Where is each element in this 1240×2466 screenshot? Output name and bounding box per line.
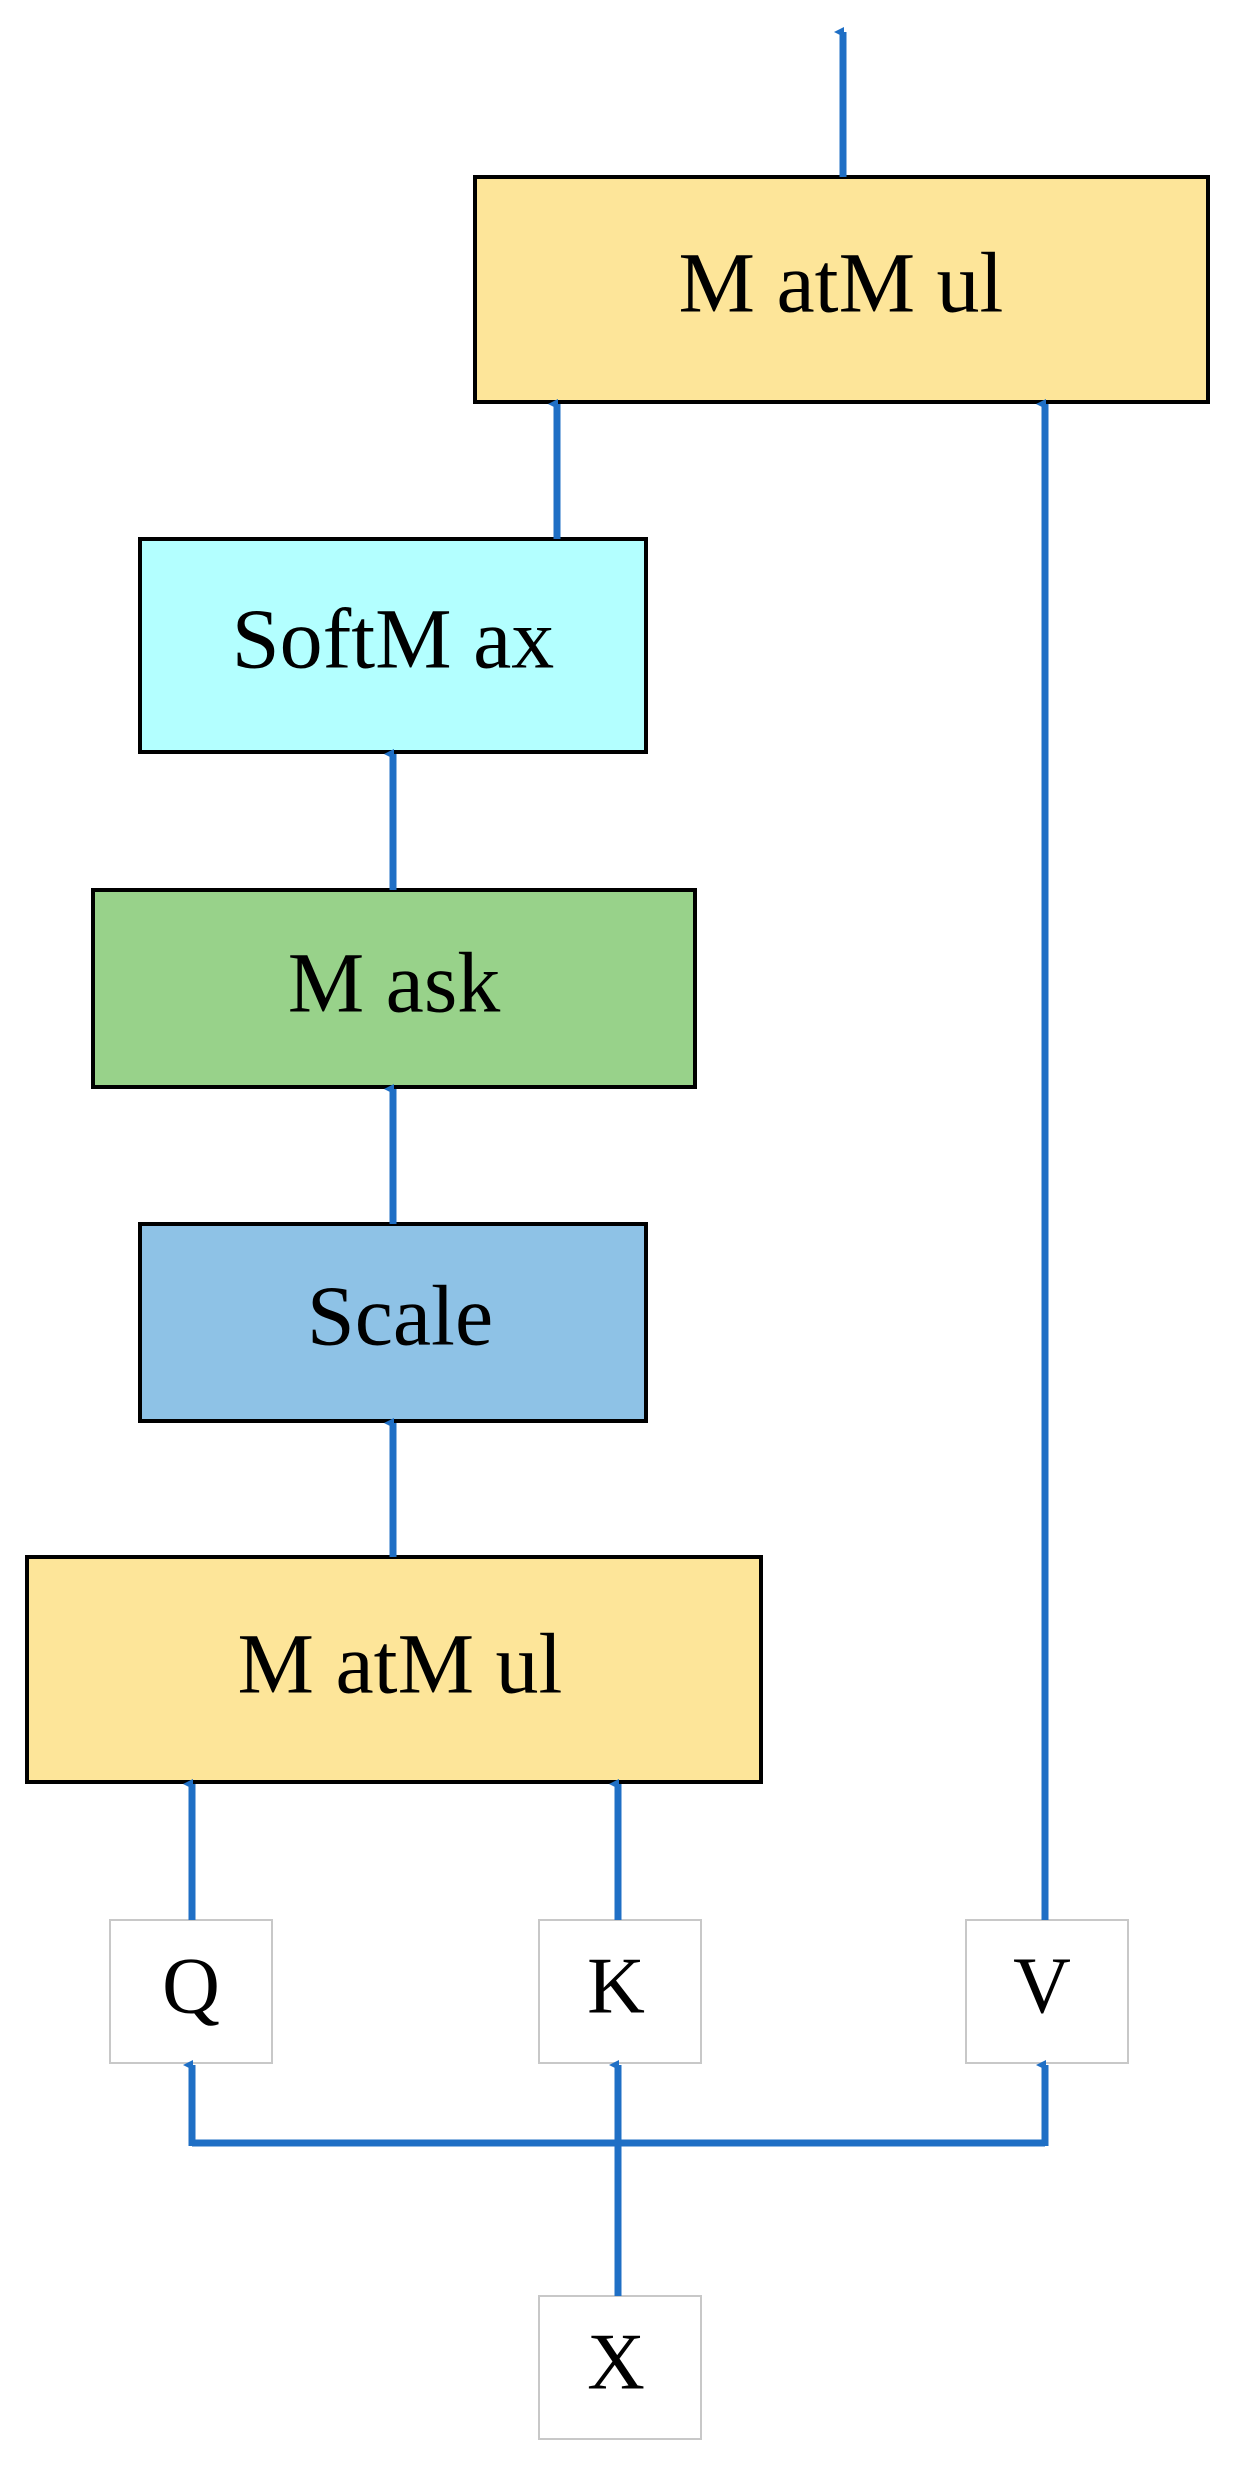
v-label: V <box>1013 1942 1071 2030</box>
q-label: Q <box>162 1942 220 2030</box>
scale-block: Scale <box>138 1222 648 1423</box>
mask-block: M ask <box>91 888 697 1089</box>
k-input-box: K <box>538 1919 702 2064</box>
matmul-bottom-block: M atM ul <box>25 1555 763 1784</box>
mask-label: M ask <box>288 935 501 1031</box>
q-input-box: Q <box>109 1919 273 2064</box>
scale-label: Scale <box>307 1268 493 1364</box>
matmul-bottom-label: M atM ul <box>238 1616 563 1712</box>
softmax-label: SoftM ax <box>232 591 555 687</box>
matmul-top-label: M atM ul <box>679 235 1004 331</box>
k-label: K <box>587 1942 645 2030</box>
x-input-box: X <box>538 2295 702 2440</box>
matmul-top-block: M atM ul <box>473 175 1210 404</box>
softmax-block: SoftM ax <box>138 537 648 754</box>
x-label: X <box>587 2318 645 2406</box>
v-input-box: V <box>965 1919 1129 2064</box>
